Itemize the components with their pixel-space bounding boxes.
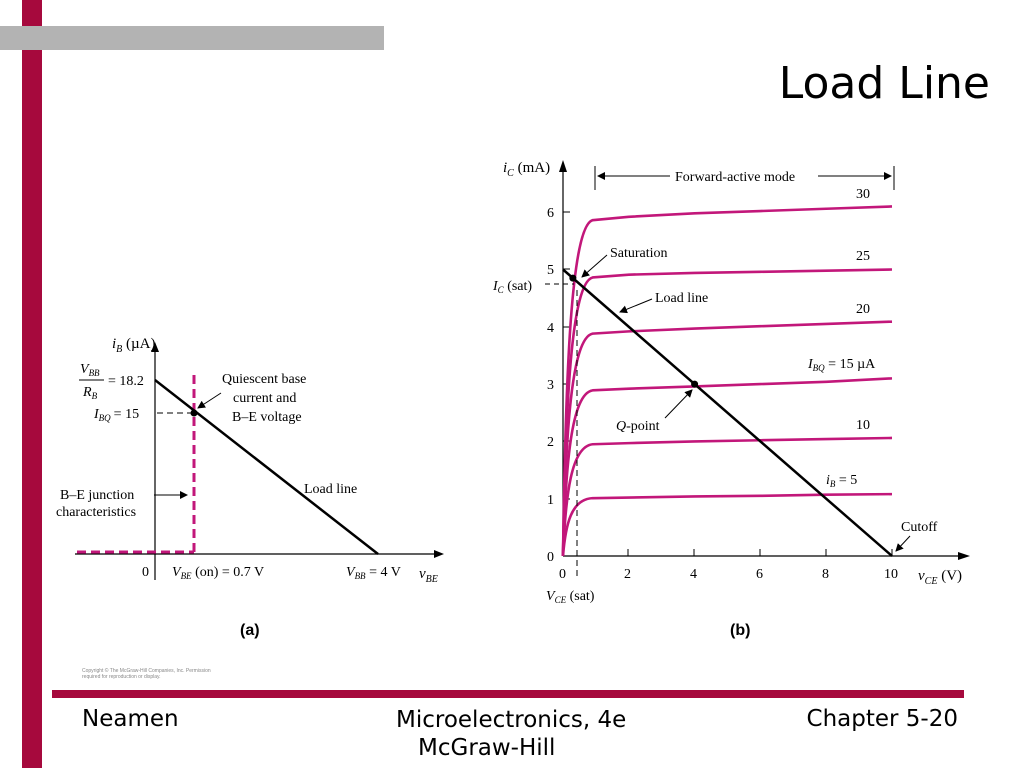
a-junction-line2: characteristics	[56, 505, 136, 520]
b-curve-label-20: 20	[856, 302, 870, 317]
b-saturation-arrow	[581, 254, 608, 278]
a-vbb-label: VBB = 4 V	[346, 565, 401, 581]
b-y-tick-label-5: 5	[547, 263, 554, 278]
b-x-ticks	[627, 549, 893, 556]
a-quiescent-arrow	[197, 392, 222, 409]
a-load-line	[154, 379, 379, 555]
a-quiescent-line2: current and	[233, 391, 296, 406]
b-saturation-point	[569, 274, 577, 282]
figure-b: 0 1 2 3 4 5 6 0 2 4 6 8 10 iC (mA) Forwa…	[492, 160, 970, 605]
b-q-point-label: Q-point	[616, 419, 660, 434]
slide-title: Load Line	[778, 58, 990, 109]
b-vce-sat-label: VCE (sat)	[546, 589, 595, 605]
b-curve-label-10: 10	[856, 418, 870, 433]
b-curve-label-15: IBQ = 15 µA	[807, 357, 876, 373]
a-vbb-numerator: VBB	[80, 362, 100, 378]
b-x-tick-label-8: 8	[822, 567, 829, 582]
a-rb-denominator: RB	[82, 385, 98, 401]
a-quiescent-line1: Quiescent base	[222, 372, 306, 387]
footer-book: Microelectronics, 4e McGraw-Hill	[396, 706, 656, 762]
b-y-tick-label-4: 4	[547, 321, 554, 336]
a-load-line-label: Load line	[304, 482, 357, 497]
a-y-axis-arrow	[151, 342, 159, 352]
b-curve-ib-5	[561, 492, 893, 557]
b-x-axis-arrow	[958, 552, 970, 560]
a-y-axis-label: iB (µA)	[112, 336, 156, 355]
footer-publisher: McGraw-Hill	[418, 735, 556, 761]
b-saturation-label: Saturation	[610, 246, 668, 261]
footer-book-title: Microelectronics, 4e	[396, 707, 627, 733]
a-vbe-on-label: VBE (on) = 0.7 V	[172, 565, 264, 581]
b-curve-label-30: 30	[856, 187, 870, 202]
figure-a: iB (µA) VBB RB = 18.2 IBQ= 15 Quiescent …	[56, 336, 444, 585]
b-cutoff-arrow	[895, 535, 911, 552]
b-x-tick-label-2: 2	[624, 567, 631, 582]
b-y-tick-label-0: 0	[547, 550, 554, 565]
b-cutoff-label: Cutoff	[901, 520, 938, 535]
a-x-axis-arrow	[434, 550, 444, 558]
a-origin-label: 0	[142, 565, 149, 580]
b-y-axis-arrow	[559, 160, 567, 172]
b-x-tick-label-6: 6	[756, 567, 763, 582]
footer-author: Neamen	[82, 706, 179, 732]
b-x-tick-label-4: 4	[690, 567, 697, 582]
footer-chapter: Chapter 5-20	[806, 706, 958, 732]
b-ic-sat-label: IC (sat)	[492, 279, 532, 295]
figure-b-label: (b)	[730, 622, 751, 639]
top-gray-bar	[0, 26, 384, 50]
b-mode-label: Forward-active mode	[675, 170, 795, 185]
a-junction-line1: B–E junction	[60, 488, 134, 503]
copyright-notice: Copyright © The McGraw-Hill Companies, I…	[82, 668, 211, 680]
b-curve-label-5: iB = 5	[826, 473, 857, 489]
left-accent-bar	[22, 0, 42, 768]
b-y-tick-label-3: 3	[547, 378, 554, 393]
b-x-tick-label-0: 0	[559, 567, 566, 582]
a-x-axis-label: vBE	[419, 566, 438, 585]
b-x-axis-label: vCE (V)	[918, 568, 962, 587]
footer-rule	[52, 690, 964, 698]
b-x-tick-label-10: 10	[884, 567, 898, 582]
b-load-line	[562, 268, 893, 557]
a-ibq-label: IBQ= 15	[93, 407, 139, 423]
b-y-tick-label-2: 2	[547, 435, 554, 450]
b-q-point	[691, 380, 699, 388]
b-load-line-arrow	[619, 298, 653, 314]
b-q-point-arrow	[664, 389, 693, 419]
b-load-line-label: Load line	[655, 291, 708, 306]
b-curve-ib-15	[561, 377, 893, 557]
b-y-tick-label-6: 6	[547, 206, 554, 221]
b-curve-label-25: 25	[856, 249, 870, 264]
b-y-tick-label-1: 1	[547, 493, 554, 508]
figure-a-label: (a)	[240, 622, 260, 639]
b-y-axis-label: iC (mA)	[503, 160, 550, 179]
a-q-point	[190, 409, 198, 417]
a-quiescent-line3: B–E voltage	[232, 410, 302, 425]
a-vbb-rb-value: = 18.2	[108, 374, 144, 389]
